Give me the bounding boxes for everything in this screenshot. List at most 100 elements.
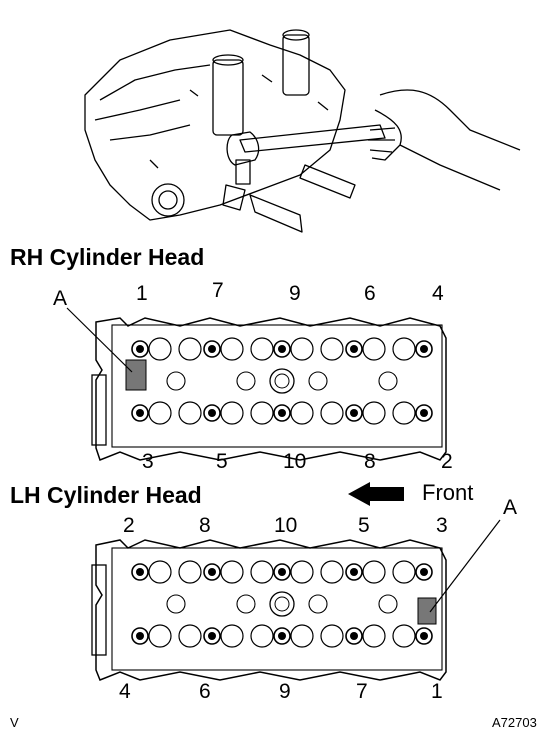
rh-valve-port <box>320 337 344 361</box>
rh-bolt-number: 4 <box>432 282 444 305</box>
lh-bolt-number: 6 <box>199 680 211 703</box>
lh-center-plug <box>269 591 295 617</box>
rh-bolt-number: 9 <box>289 282 301 305</box>
engine-wrench-illustration <box>84 29 521 233</box>
rh-bolt-number: 3 <box>142 450 154 473</box>
lh-bolt-number: 5 <box>358 514 370 537</box>
rh-center-plug <box>269 368 295 394</box>
lh-head-bolt-center <box>208 632 216 640</box>
rh-valve-port <box>290 401 314 425</box>
rh-bolt-group <box>131 340 433 422</box>
rh-valve-port <box>290 337 314 361</box>
lh-cam-journal <box>378 594 398 614</box>
rh-valve-port <box>178 401 202 425</box>
lh-valve-port <box>362 560 386 584</box>
rh-valve-port <box>362 401 386 425</box>
rh-area-a-hatch <box>125 359 147 391</box>
lh-valve-port <box>178 560 202 584</box>
lh-valve-port <box>178 624 202 648</box>
rh-head-bolt-center <box>278 345 286 353</box>
rh-port-group <box>148 337 416 425</box>
front-label: Front <box>422 480 474 505</box>
rh-valve-port <box>178 337 202 361</box>
lh-bolt-number: 8 <box>199 514 211 537</box>
corner-mark: V <box>10 715 19 730</box>
rh-valve-port <box>392 337 416 361</box>
rh-bolt-number: 5 <box>216 450 228 473</box>
lh-head-bolt-center <box>350 568 358 576</box>
lh-valve-port <box>290 624 314 648</box>
lh-valve-port <box>148 560 172 584</box>
lh-valve-port <box>220 560 244 584</box>
lh-port-group <box>148 560 416 648</box>
lh-bolt-number: 3 <box>436 514 448 537</box>
lh-bolt-number: 9 <box>279 680 291 703</box>
rh-bolt-number: 7 <box>212 279 224 302</box>
rh-valve-port <box>250 401 274 425</box>
lh-head-outline <box>95 539 447 681</box>
rh-bolt-number: 2 <box>441 450 453 473</box>
rh-area-a-leader <box>66 307 133 373</box>
rh-bolt-number: 1 <box>136 282 148 305</box>
rh-valve-port <box>220 337 244 361</box>
rh-head-bolt-center <box>208 345 216 353</box>
rh-head-bolt-center <box>136 409 144 417</box>
rh-center-plug <box>274 373 290 389</box>
rh-valve-port <box>392 401 416 425</box>
rh-head-bolt-center <box>350 345 358 353</box>
rh-head-bolt-center <box>136 345 144 353</box>
rh-area-a-label: A <box>53 287 68 310</box>
rh-valve-port <box>320 401 344 425</box>
rh-head-bolt-center <box>278 409 286 417</box>
rh-head-bolt-center <box>420 345 428 353</box>
lh-cam-journal <box>166 594 186 614</box>
rh-cam-journal <box>166 371 186 391</box>
lh-valve-port <box>362 624 386 648</box>
lh-valve-port <box>392 624 416 648</box>
lh-bolt-number: 1 <box>431 680 443 703</box>
lh-valve-port <box>250 624 274 648</box>
lh-valve-port <box>392 560 416 584</box>
rh-head-bolt-center <box>208 409 216 417</box>
lh-head-bolt-center <box>136 632 144 640</box>
lh-cam-journal <box>236 594 256 614</box>
rh-valve-port <box>148 337 172 361</box>
lh-cylinder-head-title: LH Cylinder Head <box>10 482 202 508</box>
lh-area-a-hatch <box>417 597 437 625</box>
lh-head-bolt-center <box>350 632 358 640</box>
lh-bolt-number: 2 <box>123 514 135 537</box>
figure-code: A72703 <box>492 715 537 730</box>
lh-center-plug <box>274 596 290 612</box>
rh-valve-port <box>220 401 244 425</box>
lh-head-bolt-center <box>278 568 286 576</box>
lh-cylinder-head-drawing <box>91 539 447 681</box>
lh-area-a-label: A <box>503 496 518 519</box>
lh-head-bolt-center <box>420 632 428 640</box>
lh-cam-journal <box>308 594 328 614</box>
lh-area-a-leader <box>429 519 501 613</box>
rh-valve-port <box>362 337 386 361</box>
lh-head-bolt-center <box>208 568 216 576</box>
rh-head-bolt-center <box>420 409 428 417</box>
lh-head-bolt-center <box>278 632 286 640</box>
rh-bolt-number: 10 <box>283 450 307 473</box>
rh-head-bolt-center <box>350 409 358 417</box>
lh-bolt-group <box>131 563 433 645</box>
lh-valve-port <box>250 560 274 584</box>
lh-head-bolt-center <box>420 568 428 576</box>
lh-valve-port <box>290 560 314 584</box>
rh-cam-journal <box>378 371 398 391</box>
rh-head-outline <box>95 317 447 461</box>
lh-bolt-number: 10 <box>274 514 298 537</box>
rh-valve-port <box>250 337 274 361</box>
rh-valve-port <box>148 401 172 425</box>
rh-cam-journal <box>308 371 328 391</box>
lh-head-bolt-center <box>136 568 144 576</box>
lh-bolt-number: 7 <box>356 680 368 703</box>
lh-valve-port <box>320 560 344 584</box>
rh-bolt-number: 8 <box>364 450 376 473</box>
front-arrow-icon <box>348 482 404 506</box>
rh-cylinder-head-title: RH Cylinder Head <box>10 244 205 270</box>
rh-cylinder-head-drawing <box>91 317 447 461</box>
